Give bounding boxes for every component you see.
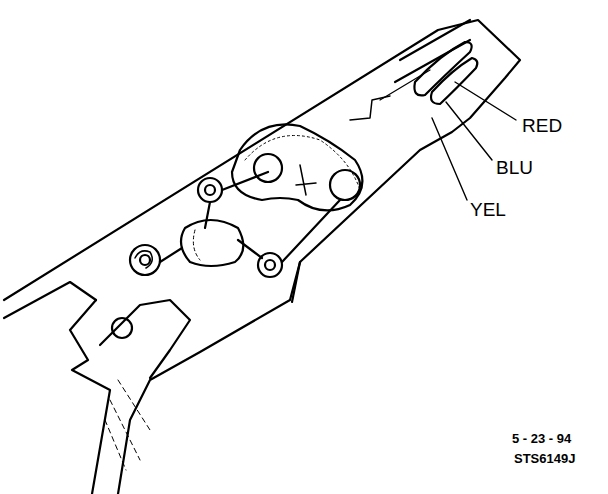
tool-body	[4, 20, 520, 494]
color-label: BLU	[496, 158, 533, 177]
dial-marks	[245, 136, 360, 191]
dial-pointer	[296, 96, 390, 195]
lower-jaw	[100, 300, 190, 378]
drawing-number: STS6149J	[514, 452, 575, 465]
pivot	[130, 245, 160, 275]
pivot	[112, 318, 132, 338]
pivot-inner	[140, 255, 150, 265]
pivot-inner	[265, 260, 275, 270]
link-bar	[160, 172, 340, 262]
ratchet-lines	[105, 380, 150, 470]
leader-line	[446, 102, 492, 160]
pivot	[198, 178, 222, 202]
pivot-inner	[205, 185, 215, 195]
lower-handle	[70, 300, 110, 494]
pivot	[254, 154, 282, 182]
spring	[135, 251, 152, 268]
leader-line	[432, 118, 467, 200]
tool-body-edge	[4, 282, 96, 318]
slot-divider	[380, 70, 430, 100]
color-label: YEL	[470, 200, 506, 219]
leader-line	[455, 82, 516, 120]
body-step	[292, 262, 300, 302]
cam-link	[181, 220, 243, 266]
jaw-head	[395, 20, 470, 82]
crimp-slot	[431, 58, 477, 104]
dial-plate	[232, 124, 362, 210]
cam-shading	[193, 230, 200, 260]
pivot	[330, 170, 360, 200]
date-stamp: 5 - 23 - 94	[512, 432, 571, 445]
color-label: RED	[522, 116, 562, 135]
